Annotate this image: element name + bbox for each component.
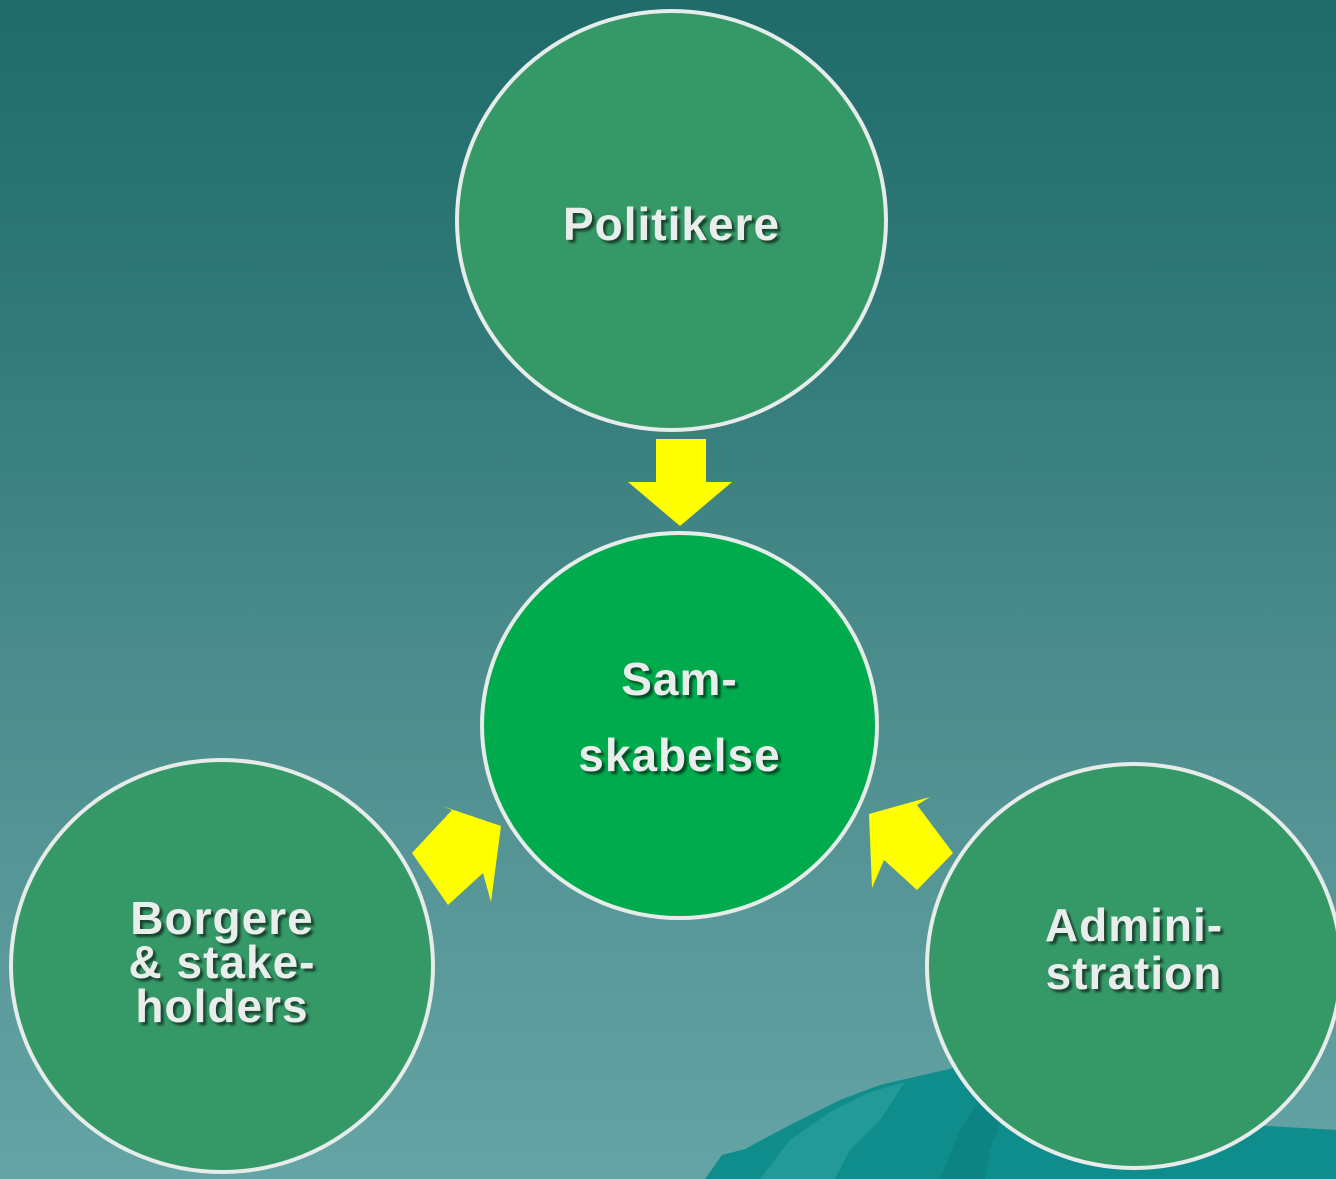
arrow-left-to-center (412, 806, 501, 905)
borgere-label: Borgere & stake- holders (128, 892, 316, 1032)
arrow-right-to-center (869, 797, 953, 890)
borgere-node: Borgere & stake- holders (9, 758, 435, 1174)
arrow-top-to-center (628, 439, 732, 526)
samskabelse-label: Sam- skabelse (578, 652, 781, 781)
politikere-label: Politikere (562, 198, 781, 250)
politikere-node: Politikere (455, 9, 888, 432)
administration-label: Admini- stration (1044, 899, 1224, 999)
administration-node: Admini- stration (925, 762, 1336, 1170)
samskabelse-node: Sam- skabelse (480, 531, 879, 920)
